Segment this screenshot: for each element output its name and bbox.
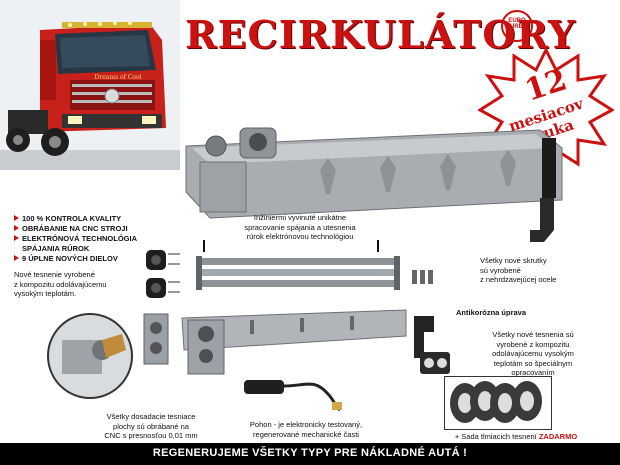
recirculator-parts-photo [138, 306, 408, 380]
screws-note: Všetky nové skrutky sú vyrobené z nehrdz… [480, 256, 557, 284]
brand-logo: EURO TURBO [497, 6, 537, 46]
gasket-set-box [444, 376, 552, 430]
bracket-photo [410, 312, 438, 362]
actuator-photo [236, 368, 346, 414]
truck-plate-text: Dreams of Cool [95, 74, 142, 81]
feature-item: 100 % KONTROLA KVALITY [14, 214, 137, 224]
brand-logo-text: EURO TURBO [506, 18, 528, 30]
recirculator-main-photo [180, 118, 580, 258]
welding-note: Inžiniermi vyvinuté unikátne spracovanie… [244, 213, 356, 241]
feature-item: SPÁJANIA RÚROK [22, 244, 90, 253]
screws-photo [410, 268, 436, 288]
feature-item: 9 ÚPLNE NOVÝCH DIELOV [14, 254, 137, 264]
welding-line-left [203, 240, 205, 252]
footer-text: REGENERUJEME VŠETKY TYPY PRE NÁKLADNÉ AU… [152, 447, 468, 459]
gaskets-note: Všetky nové tesnenia sú vyrobené z kompo… [492, 330, 574, 377]
surfaces-note: Všetky dosadacie tesniace plochy sú obrá… [104, 412, 198, 440]
feature-list: 100 % KONTROLA KVALITY OBRÁBANIE NA CNC … [14, 214, 137, 264]
truck-photo: Dreams of Cool [0, 0, 180, 170]
gasket-set-prefix: + Sada tlmiacich tesnení [454, 432, 537, 441]
tube-bundle-photo [196, 252, 402, 298]
actuator-note: Pohon - je elektronicky testovaný, regen… [249, 420, 363, 439]
gasket-set-free: ZADARMO [538, 432, 578, 441]
welding-line-right [377, 240, 379, 252]
surface-detail-photo [40, 310, 140, 402]
feature-item: OBRÁBANIE NA CNC STROJI [14, 224, 137, 234]
feature-item: ELEKTRÓNOVÁ TECHNOLÓGIA [14, 234, 137, 244]
seals-note: Nové tesnenie vyrobené z kompozitu odolá… [14, 270, 107, 298]
gasket-plate-photo [418, 350, 452, 376]
page-title: RECIRKULÁTORY [185, 12, 576, 57]
anticorrosion-note: Antikorózna úprava [456, 308, 527, 317]
gasket-set-note: + Sada tlmiacich tesnení ZADARMO [416, 432, 616, 442]
valve-parts-photo [138, 246, 182, 306]
footer-bar [0, 443, 620, 465]
